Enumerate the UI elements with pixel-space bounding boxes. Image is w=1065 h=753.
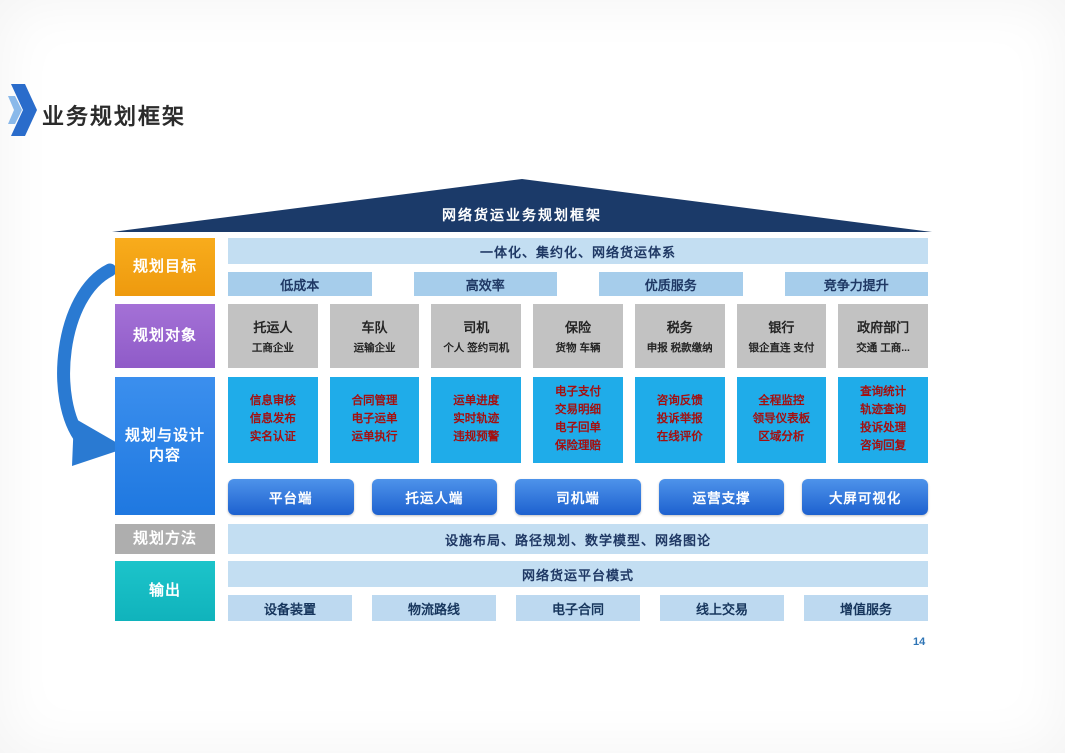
feature-line: 领导仪表板	[752, 413, 811, 426]
object-sub: 工商企业	[251, 342, 294, 354]
output-item: 线上交易	[660, 595, 784, 621]
object-box: 政府部门 交通 工商...	[838, 304, 928, 368]
row-label-design: 规划与设计 内容	[115, 377, 215, 515]
object-box: 税务 申报 税款缴纳	[634, 304, 725, 368]
feature-line: 咨询反馈	[656, 395, 703, 408]
feature-line: 交易明细	[554, 404, 601, 417]
page-number: 14	[913, 636, 926, 648]
row-label-goals: 规划目标	[115, 238, 215, 296]
object-title: 政府部门	[857, 320, 910, 335]
feature-line: 投诉举报	[656, 413, 703, 426]
object-title: 车队	[361, 320, 388, 335]
row-label-objects: 规划对象	[115, 304, 215, 368]
object-title: 保险	[564, 320, 591, 335]
goal-item: 高效率	[413, 272, 557, 296]
feature-boxes: 信息审核 信息发布 实名认证 合同管理 电子运单 运单执行 运单进度 实时轨迹 …	[228, 377, 928, 463]
object-sub: 申报 税款缴纳	[646, 342, 713, 354]
flow-arrow-icon	[57, 263, 126, 466]
object-title: 税务	[666, 320, 693, 335]
roof-banner: 网络货运业务规划框架	[112, 179, 932, 232]
output-banner: 网络货运平台模式	[228, 561, 928, 587]
objects-row: 托运人 工商企业 车队 运输企业 司机 个人 签约司机 保险 货物 车辆 税务 …	[228, 304, 928, 368]
feature-line: 运单进度	[453, 395, 500, 408]
feature-line: 保险理赔	[554, 439, 601, 452]
feature-line: 电子支付	[554, 386, 601, 399]
feature-line: 在线评价	[656, 430, 703, 443]
object-sub: 交通 工商...	[856, 342, 910, 354]
object-title: 司机	[463, 320, 490, 335]
feature-line: 信息发布	[249, 413, 296, 426]
title-chevron-icon	[8, 84, 38, 141]
feature-box: 咨询反馈 投诉举报 在线评价	[634, 377, 725, 463]
feature-line: 违规预警	[453, 430, 500, 443]
feature-box: 合同管理 电子运单 运单执行	[329, 377, 420, 463]
goals-items: 低成本 高效率 优质服务 竞争力提升	[228, 272, 928, 296]
object-title: 托运人	[253, 320, 293, 335]
output-item: 物流路线	[372, 595, 496, 621]
terminal-buttons: 平台端 托运人端 司机端 运营支撑 大屏可视化	[228, 479, 928, 515]
feature-line: 信息审核	[249, 395, 296, 408]
goal-item: 竞争力提升	[784, 272, 928, 296]
feature-line: 轨迹查询	[860, 404, 907, 417]
feature-box: 信息审核 信息发布 实名认证	[228, 377, 318, 463]
row-label-output: 输出	[115, 561, 215, 621]
feature-line: 查询统计	[860, 386, 907, 399]
terminal-button: 托运人端	[371, 479, 498, 515]
terminal-button: 平台端	[228, 479, 354, 515]
terminal-button: 运营支撑	[658, 479, 785, 515]
object-sub: 运输企业	[353, 342, 396, 354]
design-row: 信息审核 信息发布 实名认证 合同管理 电子运单 运单执行 运单进度 实时轨迹 …	[228, 377, 928, 515]
output-item: 增值服务	[804, 595, 928, 621]
goal-item: 优质服务	[599, 272, 743, 296]
object-sub: 银企直连 支付	[748, 342, 815, 354]
feature-box: 运单进度 实时轨迹 违规预警	[431, 377, 522, 463]
feature-line: 投诉处理	[860, 422, 907, 434]
goals-banner: 一体化、集约化、网络货运体系	[228, 238, 928, 264]
feature-box: 全程监控 领导仪表板 区域分析	[736, 377, 827, 463]
row-label-design-line1: 规划与设计	[124, 426, 205, 444]
feature-line: 电子回单	[554, 422, 601, 434]
feature-box: 电子支付 交易明细 电子回单 保险理赔	[533, 377, 623, 463]
row-label-methods: 规划方法	[115, 524, 215, 554]
object-box: 车队 运输企业	[329, 304, 420, 368]
feature-line: 电子运单	[351, 413, 398, 426]
methods-banner: 设施布局、路径规划、数学模型、网络图论	[228, 524, 928, 554]
object-sub: 货物 车辆	[555, 342, 601, 354]
slide-title: 业务规划框架	[42, 104, 187, 129]
feature-line: 实时轨迹	[453, 413, 500, 426]
feature-line: 区域分析	[758, 430, 805, 443]
methods-row: 设施布局、路径规划、数学模型、网络图论	[228, 524, 928, 554]
object-box: 银行 银企直连 支付	[736, 304, 827, 368]
feature-line: 实名认证	[249, 430, 296, 443]
feature-line: 合同管理	[351, 395, 398, 408]
output-item: 设备装置	[228, 595, 352, 621]
goals-row: 一体化、集约化、网络货运体系 低成本 高效率 优质服务 竞争力提升	[228, 238, 928, 296]
object-sub: 个人 签约司机	[443, 342, 510, 354]
row-label-design-line2: 内容	[148, 447, 181, 464]
terminal-button: 大屏可视化	[802, 479, 928, 515]
feature-box: 查询统计 轨迹查询 投诉处理 咨询回复	[838, 377, 928, 463]
object-box: 托运人 工商企业	[228, 304, 318, 368]
output-item: 电子合同	[516, 595, 640, 621]
feature-line: 运单执行	[351, 430, 398, 443]
object-box: 司机 个人 签约司机	[431, 304, 522, 368]
feature-line: 全程监控	[758, 395, 805, 408]
object-title: 银行	[768, 320, 795, 335]
roof-label: 网络货运业务规划框架	[442, 207, 602, 223]
terminal-button: 司机端	[515, 479, 641, 515]
output-row: 网络货运平台模式 设备装置 物流路线 电子合同 线上交易 增值服务	[228, 561, 928, 621]
object-box: 保险 货物 车辆	[533, 304, 623, 368]
output-items: 设备装置 物流路线 电子合同 线上交易 增值服务	[228, 595, 928, 621]
feature-line: 咨询回复	[860, 439, 907, 452]
goal-item: 低成本	[228, 272, 372, 296]
